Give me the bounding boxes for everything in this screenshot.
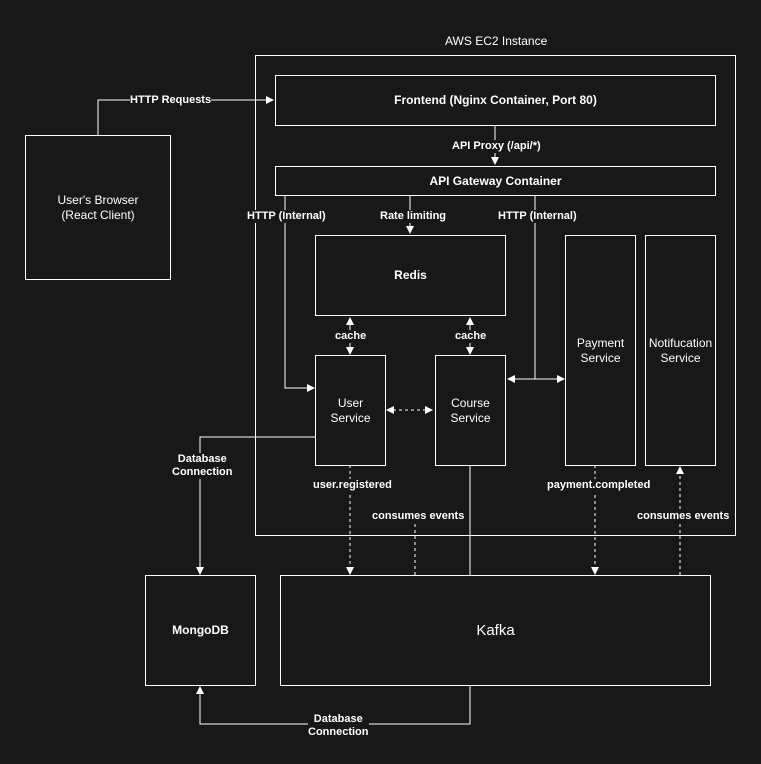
course-service-label-line1: Course [451, 395, 490, 410]
browser-label-line2: (React Client) [61, 207, 135, 222]
label-cache-user: cache [335, 330, 367, 343]
payment-service-label-line2: Service [580, 350, 621, 365]
kafka-label: Kafka [476, 622, 515, 639]
label-consumes-events-course: consumes events [372, 510, 465, 523]
api-gateway-node[interactable]: API Gateway Container [275, 166, 716, 196]
label-payment-completed: payment.completed [547, 479, 651, 492]
label-http-internal-right: HTTP (Internal) [498, 210, 577, 223]
notification-service-node[interactable]: Notifucation Service [645, 235, 716, 466]
frontend-label: Frontend (Nginx Container, Port 80) [394, 93, 597, 107]
label-http-internal-left: HTTP (Internal) [247, 210, 326, 223]
ec2-container-title: AWS EC2 Instance [445, 34, 548, 48]
label-db-connection-bottom-line2: Connection [308, 726, 369, 738]
label-cache-course: cache [455, 330, 487, 343]
label-db-connection-top: Database Connection [172, 453, 233, 479]
label-api-proxy: API Proxy (/api/*) [452, 140, 541, 153]
edge-http-requests [97, 96, 274, 135]
api-gateway-label: API Gateway Container [429, 173, 562, 188]
course-service-label-line2: Service [450, 410, 491, 425]
edge-http-internal-user [284, 195, 315, 392]
mongodb-node[interactable]: MongoDB [145, 575, 256, 686]
notification-service-label-line1: Notifucation [648, 335, 713, 350]
label-user-registered: user.registered [313, 479, 392, 492]
course-service-node[interactable]: Course Service [435, 355, 506, 466]
label-db-connection-bottom-line1: Database [313, 713, 363, 725]
browser-label-line1: User's Browser [57, 192, 139, 207]
user-service-label-line1: User [337, 395, 364, 410]
user-service-node[interactable]: User Service [315, 355, 386, 466]
kafka-node[interactable]: Kafka [280, 575, 711, 686]
redis-node[interactable]: Redis [315, 235, 506, 316]
redis-label: Redis [394, 268, 427, 282]
label-consumes-events-notification: consumes events [637, 510, 730, 523]
browser-node[interactable]: User's Browser (React Client) [25, 135, 171, 280]
frontend-node[interactable]: Frontend (Nginx Container, Port 80) [275, 75, 716, 126]
notification-service-label-line2: Service [660, 350, 701, 365]
edge-db-connection-top [196, 436, 315, 575]
mongodb-label: MongoDB [172, 623, 229, 637]
payment-service-node[interactable]: Payment Service [565, 235, 636, 466]
ec2-container-border [255, 55, 736, 536]
label-db-connection-top-line1: Database [177, 453, 227, 465]
label-db-connection-top-line2: Connection [172, 466, 233, 478]
user-service-label-line2: Service [330, 410, 371, 425]
payment-service-label-line1: Payment [576, 335, 625, 350]
label-rate-limiting: Rate limiting [380, 210, 447, 223]
label-db-connection-bottom: Database Connection [308, 713, 369, 739]
label-http-requests: HTTP Requests [130, 94, 212, 107]
